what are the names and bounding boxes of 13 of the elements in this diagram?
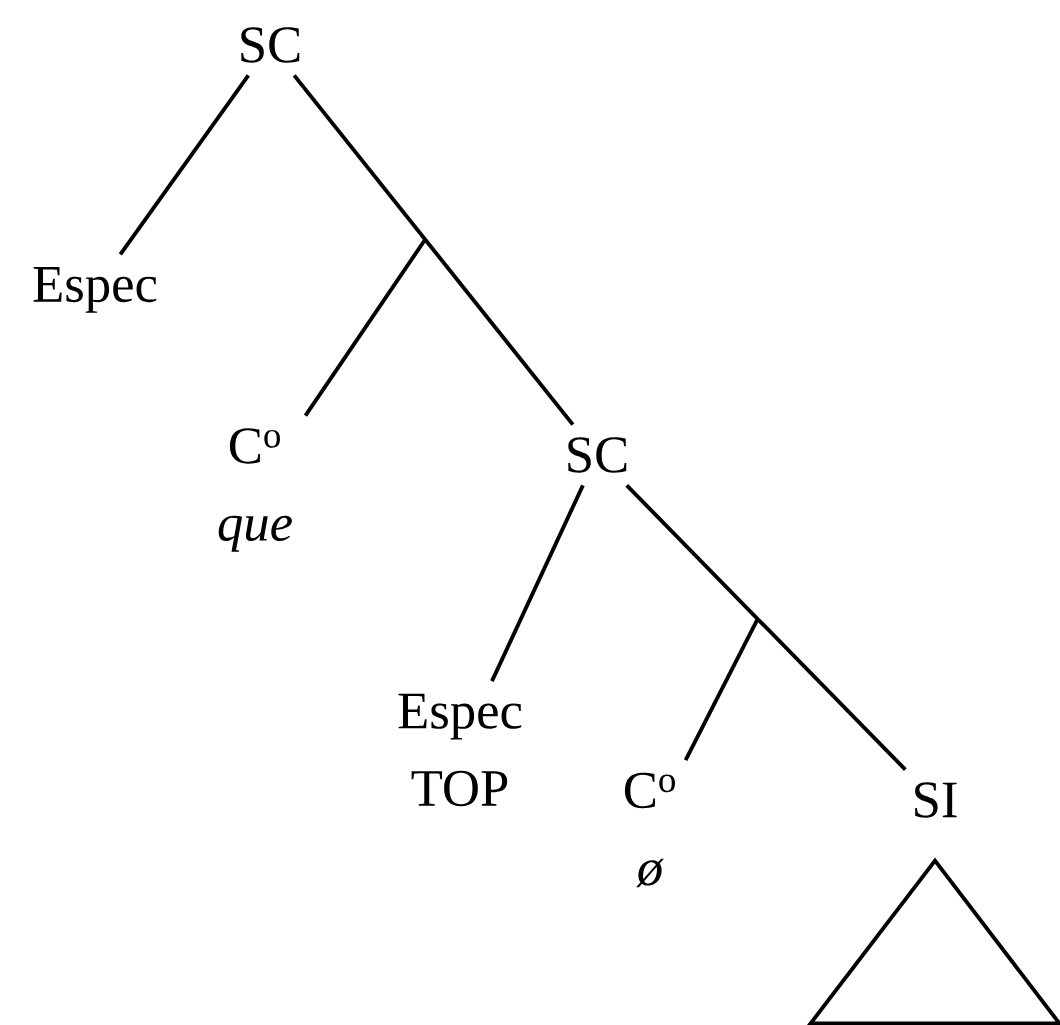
tree-branch bbox=[303, 238, 427, 417]
node-label: SC bbox=[241, 27, 300, 63]
node-label: Espec TOP bbox=[398, 693, 522, 807]
tree-branch bbox=[625, 484, 907, 771]
node-label: Espec bbox=[33, 267, 157, 313]
node-label: SI bbox=[915, 782, 957, 818]
tree-branch bbox=[118, 74, 250, 256]
node-label: SC bbox=[568, 437, 627, 473]
tree-branch bbox=[292, 74, 575, 426]
node-label: C$^{o}$ ø bbox=[624, 772, 675, 888]
tree-branch bbox=[683, 618, 760, 762]
node-label: C$^{o}$ que bbox=[218, 428, 292, 552]
tree-branch bbox=[490, 484, 585, 682]
